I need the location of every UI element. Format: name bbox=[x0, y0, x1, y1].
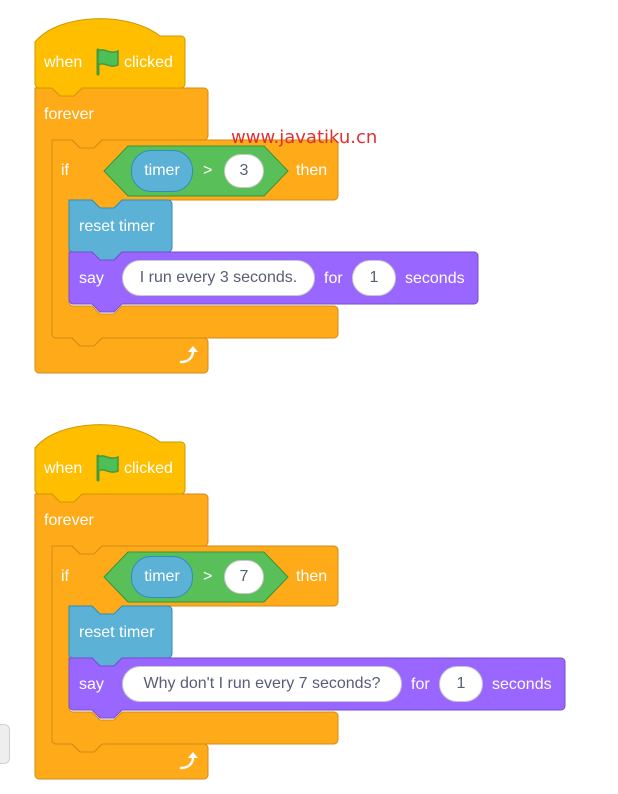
say-secs-input[interactable]: 1 bbox=[439, 666, 483, 702]
say-label: say bbox=[79, 676, 104, 693]
hat-clicked-label: clicked bbox=[124, 54, 173, 71]
timer-reporter-label: timer bbox=[144, 162, 180, 179]
timer-reporter[interactable]: timer bbox=[131, 556, 193, 598]
watermark-text: www.javatiku.cn bbox=[231, 127, 378, 148]
say-for-label: for bbox=[324, 270, 343, 287]
script-1-blocks bbox=[34, 18, 479, 374]
loop-arrow-icon bbox=[179, 752, 198, 770]
hat-clicked-label: clicked bbox=[124, 460, 173, 477]
say-seconds-label: seconds bbox=[492, 676, 552, 693]
if-label: if bbox=[61, 162, 69, 179]
timer-reporter-label: timer bbox=[144, 568, 180, 585]
then-label: then bbox=[296, 568, 328, 585]
hat-when-label: when bbox=[44, 460, 83, 477]
if-label: if bbox=[61, 568, 69, 585]
say-secs: 1 bbox=[456, 675, 466, 692]
say-message-input[interactable]: I run every 3 seconds. bbox=[122, 260, 315, 296]
hat-when-label: when bbox=[44, 54, 83, 71]
operator-label: > bbox=[203, 162, 213, 179]
script-1: when clicked forever if then timer > 3 r… bbox=[34, 18, 479, 374]
compare-value-input[interactable]: 7 bbox=[224, 560, 264, 594]
forever-label: forever bbox=[44, 106, 94, 123]
say-message: I run every 3 seconds. bbox=[139, 269, 298, 286]
say-for-label: for bbox=[411, 676, 430, 693]
green-flag-icon bbox=[96, 48, 119, 76]
green-flag-icon bbox=[96, 454, 119, 482]
reset-timer-label: reset timer bbox=[79, 624, 155, 641]
say-message-input[interactable]: Why don't I run every 7 seconds? bbox=[122, 666, 402, 702]
compare-value: 7 bbox=[239, 568, 249, 585]
compare-value: 3 bbox=[239, 162, 249, 179]
operator-label: > bbox=[203, 568, 213, 585]
say-label: say bbox=[79, 270, 104, 287]
script-2-blocks bbox=[34, 424, 566, 780]
loop-arrow-icon bbox=[179, 346, 198, 364]
forever-label: forever bbox=[44, 512, 94, 529]
then-label: then bbox=[296, 162, 328, 179]
say-seconds-label: seconds bbox=[405, 270, 465, 287]
say-secs: 1 bbox=[369, 269, 379, 286]
timer-reporter[interactable]: timer bbox=[131, 150, 193, 192]
reset-timer-label: reset timer bbox=[79, 218, 155, 235]
compare-value-input[interactable]: 3 bbox=[224, 154, 264, 188]
collapse-tab[interactable] bbox=[0, 724, 10, 764]
say-message: Why don't I run every 7 seconds? bbox=[143, 675, 381, 692]
say-secs-input[interactable]: 1 bbox=[352, 260, 396, 296]
script-2: when clicked forever if then timer > 7 r… bbox=[0, 406, 618, 794]
